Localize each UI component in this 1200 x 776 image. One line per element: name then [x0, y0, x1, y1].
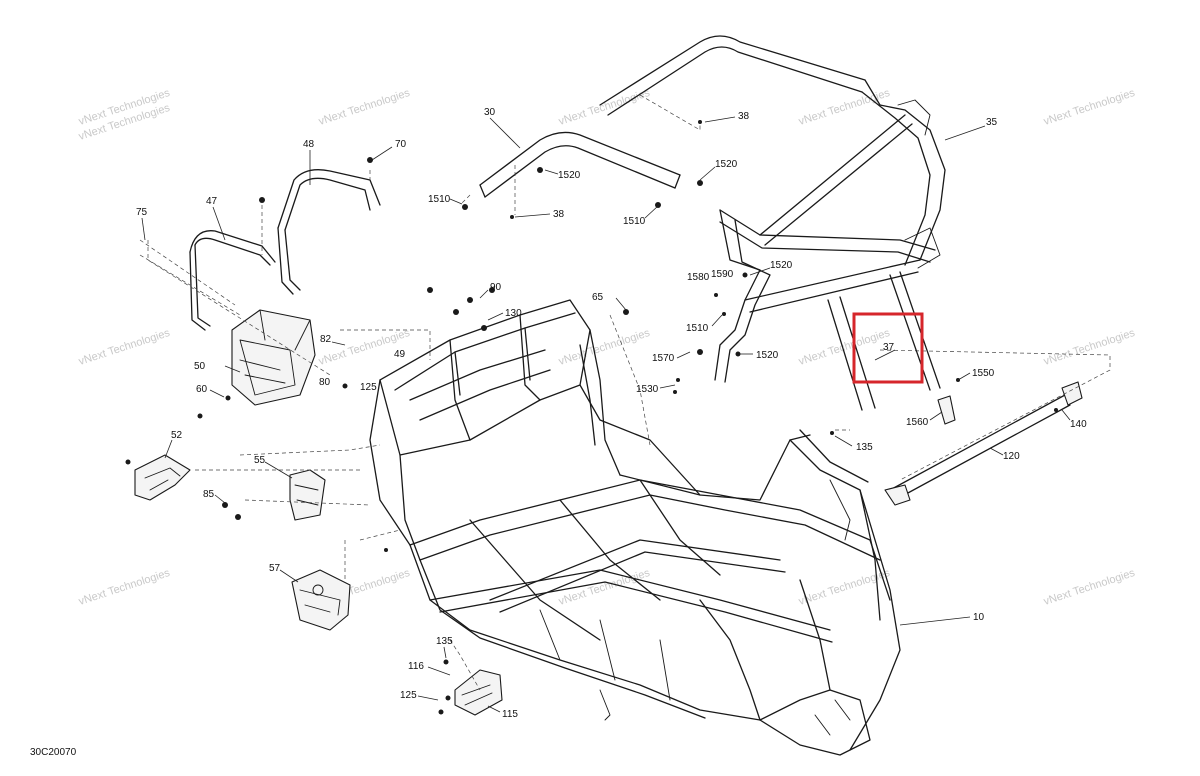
bracket-57	[291, 569, 351, 631]
watermark: vNext Technologies	[317, 327, 412, 368]
watermark: vNext Technologies	[77, 327, 172, 368]
callout-1520: 1520	[756, 350, 779, 361]
callout-48: 48	[303, 139, 315, 150]
callout-47: 47	[206, 196, 218, 207]
callout-55: 55	[254, 455, 266, 466]
highlight-box-37	[852, 312, 924, 384]
callout-57: 57	[269, 563, 281, 574]
front-roll-bar-30	[459, 131, 681, 215]
callout-65: 65	[592, 292, 604, 303]
callout-140: 140	[1070, 419, 1087, 430]
callout-125: 125	[400, 690, 417, 701]
callout-120: 120	[1003, 451, 1020, 462]
callout-125: 125	[360, 382, 377, 393]
watermark: vNext Technologies	[557, 327, 652, 368]
callout-1590: 1590	[711, 269, 734, 280]
callout-85: 85	[203, 489, 215, 500]
watermark: vNext Technologies	[1042, 327, 1137, 368]
bracket-55	[289, 469, 326, 521]
callout-90: 90	[490, 282, 502, 293]
callout-130: 130	[505, 308, 522, 319]
callout-116: 116	[408, 661, 424, 672]
callout-80: 80	[319, 377, 331, 388]
callout-60: 60	[196, 384, 208, 395]
callout-135: 135	[856, 442, 873, 453]
callout-52: 52	[171, 430, 183, 441]
watermark: vNext Technologies	[77, 567, 172, 608]
upper-bars-47-48	[139, 169, 381, 331]
callout-49: 49	[394, 349, 406, 360]
watermark: vNext Technologies	[1042, 567, 1137, 608]
callout-35: 35	[986, 117, 998, 128]
watermark: vNext Technologies	[317, 87, 412, 128]
callout-1560: 1560	[906, 417, 929, 428]
callout-38: 38	[553, 209, 565, 220]
callout-1580: 1580	[687, 272, 710, 283]
callout-50: 50	[194, 361, 206, 372]
callout-1520: 1520	[715, 159, 738, 170]
watermark: vNext Technologies	[797, 87, 892, 128]
callout-115: 115	[502, 709, 518, 720]
rear-bar-120	[879, 349, 1111, 506]
callout-1510: 1510	[428, 194, 451, 205]
callout-1550: 1550	[972, 368, 995, 379]
callout-1530: 1530	[636, 384, 659, 395]
callout-1520: 1520	[558, 170, 581, 181]
diagram-reference-code: 30C20070	[30, 747, 77, 758]
callout-135: 135	[436, 636, 453, 647]
rear-roll-cage-35	[599, 35, 946, 383]
leader-lines	[141, 116, 1071, 713]
callout-37: 37	[883, 342, 895, 353]
callout-1520: 1520	[770, 260, 793, 271]
watermark: vNext Technologies	[797, 327, 892, 368]
callout-30: 30	[484, 107, 496, 118]
callout-10: 10	[973, 612, 985, 623]
callouts: 30 35 38 38 48 47 70 75 1520 1510 1520 1…	[136, 107, 1087, 720]
callout-1510: 1510	[686, 323, 709, 334]
hardware	[197, 120, 1058, 552]
bracket-52	[125, 454, 191, 501]
callout-1510: 1510	[623, 216, 646, 227]
watermark: vNext Technologies	[1042, 87, 1137, 128]
bracket-115	[438, 659, 503, 716]
callout-75: 75	[136, 207, 148, 218]
callout-82: 82	[320, 334, 332, 345]
callout-1570: 1570	[652, 353, 675, 364]
main-chassis-frame-10	[369, 299, 901, 756]
bracket-50	[231, 309, 316, 406]
callout-38: 38	[738, 111, 750, 122]
callout-70: 70	[395, 139, 407, 150]
watermark: vNext Technologies	[557, 87, 652, 128]
watermark: vNext Technologies	[557, 567, 652, 608]
